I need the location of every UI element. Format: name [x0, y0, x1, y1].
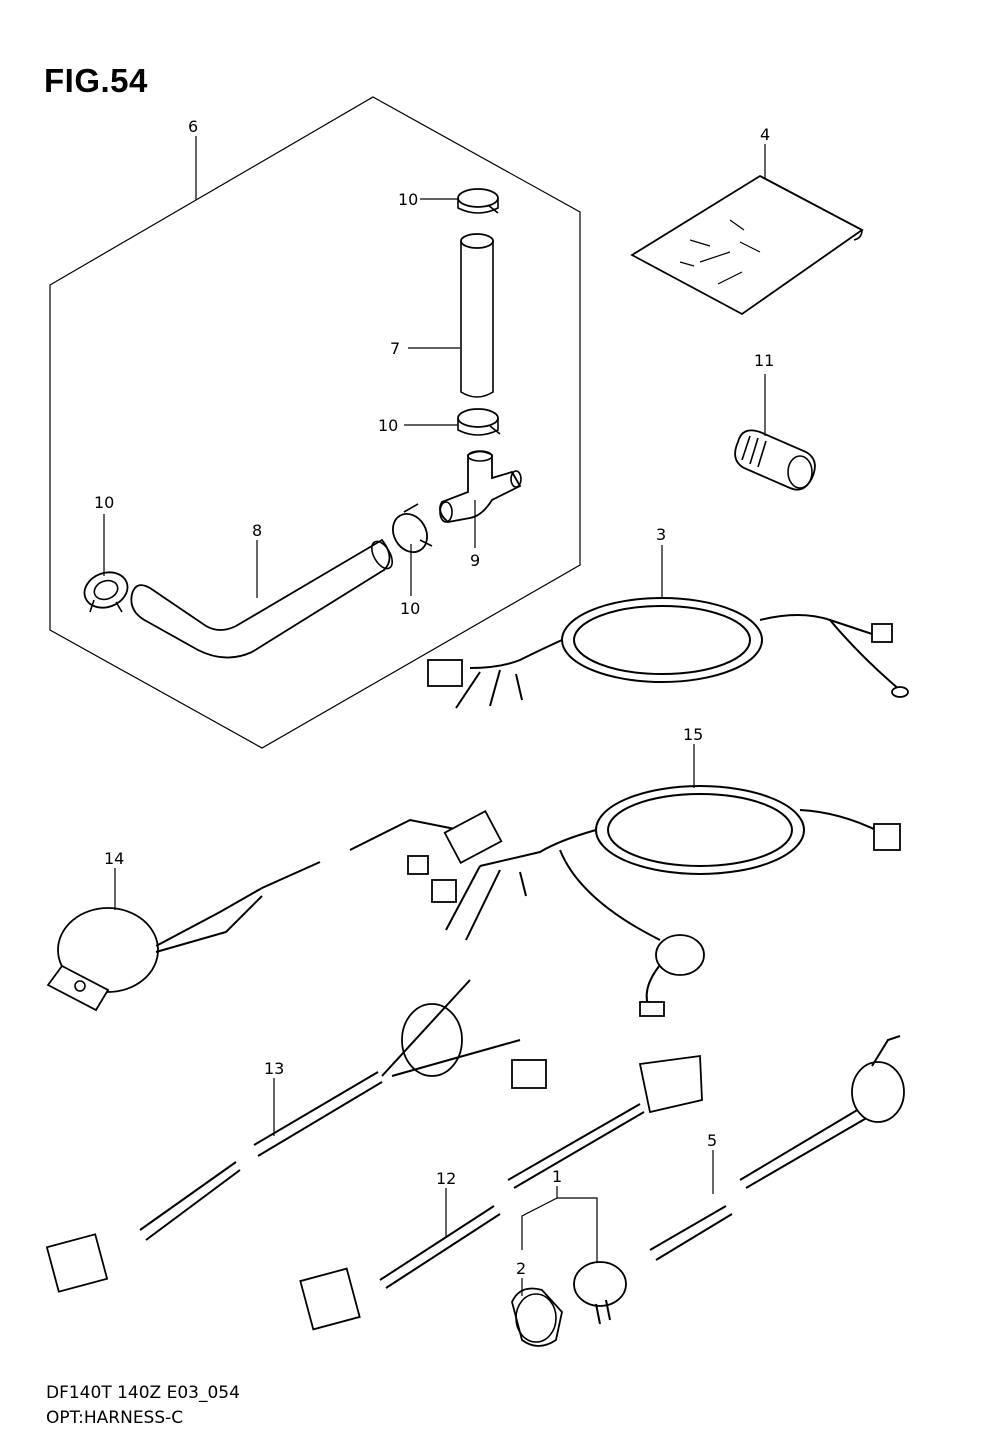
callout-1: 1 [552, 1167, 562, 1186]
diagram-code: DF140T 140Z E03_054 [46, 1383, 240, 1403]
plug-11 [734, 429, 816, 491]
figure-title: FIG.54 [44, 62, 148, 99]
callout-2: 2 [516, 1259, 526, 1278]
callout-4: 4 [760, 125, 770, 144]
callout-7: 7 [390, 339, 400, 358]
callout-9: 9 [470, 551, 480, 570]
callout-6: 6 [188, 117, 198, 136]
hose-8 [130, 538, 394, 659]
callout-10-middle: 10 [378, 416, 398, 435]
sensor-14 [46, 809, 503, 1012]
clamp-10-right [392, 503, 433, 553]
callout-10-left: 10 [94, 493, 114, 512]
callout-15: 15 [683, 725, 703, 744]
callout-8: 8 [252, 521, 262, 540]
harness-12 [299, 1054, 703, 1331]
callout-13: 13 [264, 1059, 284, 1078]
callout-10-right: 10 [400, 599, 420, 618]
callout-10-top: 10 [398, 190, 418, 209]
leader-lines [103, 136, 766, 1296]
socket-1-2 [511, 1261, 627, 1347]
diagram-subtitle: OPT:HARNESS-C [46, 1408, 184, 1428]
tee-joint-9 [439, 450, 522, 523]
callout-3: 3 [656, 525, 666, 544]
harness-3 [427, 597, 909, 709]
clamp-10-top [457, 188, 499, 214]
callout-11: 11 [754, 351, 774, 370]
clamp-10-middle [457, 408, 501, 436]
callout-12: 12 [436, 1169, 456, 1188]
kit-6-boundary [49, 96, 581, 749]
harness-13 [45, 979, 547, 1293]
bag-4 [630, 174, 864, 316]
harness-5 [649, 1035, 905, 1261]
harness-15 [407, 785, 901, 1017]
callout-14: 14 [104, 849, 124, 868]
callout-5: 5 [707, 1131, 717, 1150]
clamp-10-left [83, 571, 129, 613]
hose-7 [460, 233, 494, 398]
